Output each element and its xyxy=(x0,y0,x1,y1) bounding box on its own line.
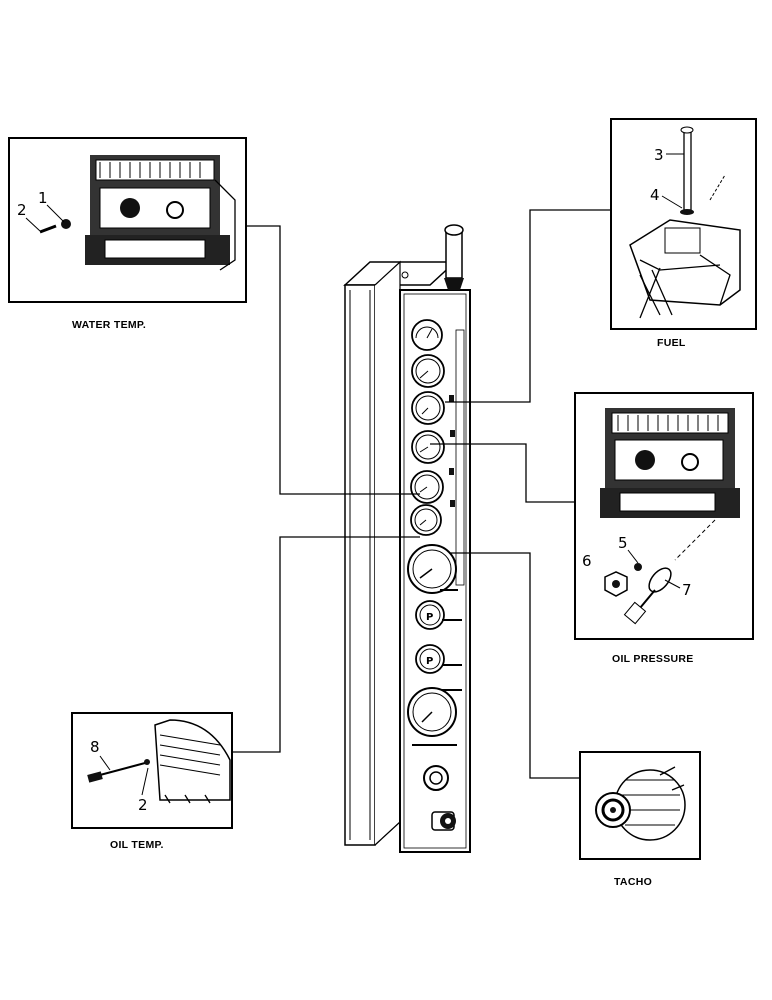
key-switch xyxy=(431,811,456,831)
oil-pan-illustration xyxy=(154,719,231,804)
fuel-tank-illustration xyxy=(629,174,741,319)
oil-pressure-panel: 6 5 7 xyxy=(574,392,754,640)
tacho-caption: TACHO xyxy=(614,876,652,888)
oil-temp-caption: OIL TEMP. xyxy=(110,839,164,851)
gauge-3 xyxy=(411,391,445,425)
water-temp-caption: WATER TEMP. xyxy=(72,319,146,331)
callout-8: 8 xyxy=(90,738,100,756)
engine-illustration xyxy=(600,408,740,561)
callout-2: 2 xyxy=(17,201,27,219)
gauge-6 xyxy=(410,504,442,536)
callout-5: 5 xyxy=(618,534,628,552)
oil-pressure-switch xyxy=(604,563,672,625)
gauge-large-2 xyxy=(407,687,457,737)
instrument-panel: P P xyxy=(343,224,471,853)
gauge-p-2: P xyxy=(415,644,445,674)
oil-pressure-caption: OIL PRESSURE xyxy=(612,653,694,665)
engine-illustration xyxy=(85,155,236,271)
callout-2: 2 xyxy=(138,796,148,814)
svg-text:P: P xyxy=(426,656,433,667)
gauge-2 xyxy=(411,354,445,388)
gauge-p-1: P xyxy=(415,600,445,630)
fuel-caption: FUEL xyxy=(657,337,686,349)
gauge-4 xyxy=(411,430,445,464)
fuel-sender-unit xyxy=(680,126,694,215)
callout-7: 7 xyxy=(682,581,692,599)
water-temp-panel: 2 1 xyxy=(8,137,247,303)
alternator-illustration xyxy=(595,766,686,841)
callout-4: 4 xyxy=(650,186,660,204)
tacho-panel xyxy=(579,751,701,860)
oil-temp-panel: 8 2 xyxy=(71,712,233,829)
callout-6: 6 xyxy=(582,552,592,570)
leader-lines xyxy=(232,209,611,779)
callout-3: 3 xyxy=(654,146,664,164)
knob xyxy=(423,765,449,791)
callout-1: 1 xyxy=(38,189,48,207)
gauge-5 xyxy=(410,470,444,504)
gauge-1 xyxy=(411,319,443,351)
water-temp-sensor xyxy=(25,204,71,234)
svg-text:P: P xyxy=(426,612,433,623)
fuel-panel: 3 4 xyxy=(610,118,757,330)
gauge-large-1 xyxy=(407,544,457,594)
oil-temp-sensor xyxy=(87,759,150,783)
